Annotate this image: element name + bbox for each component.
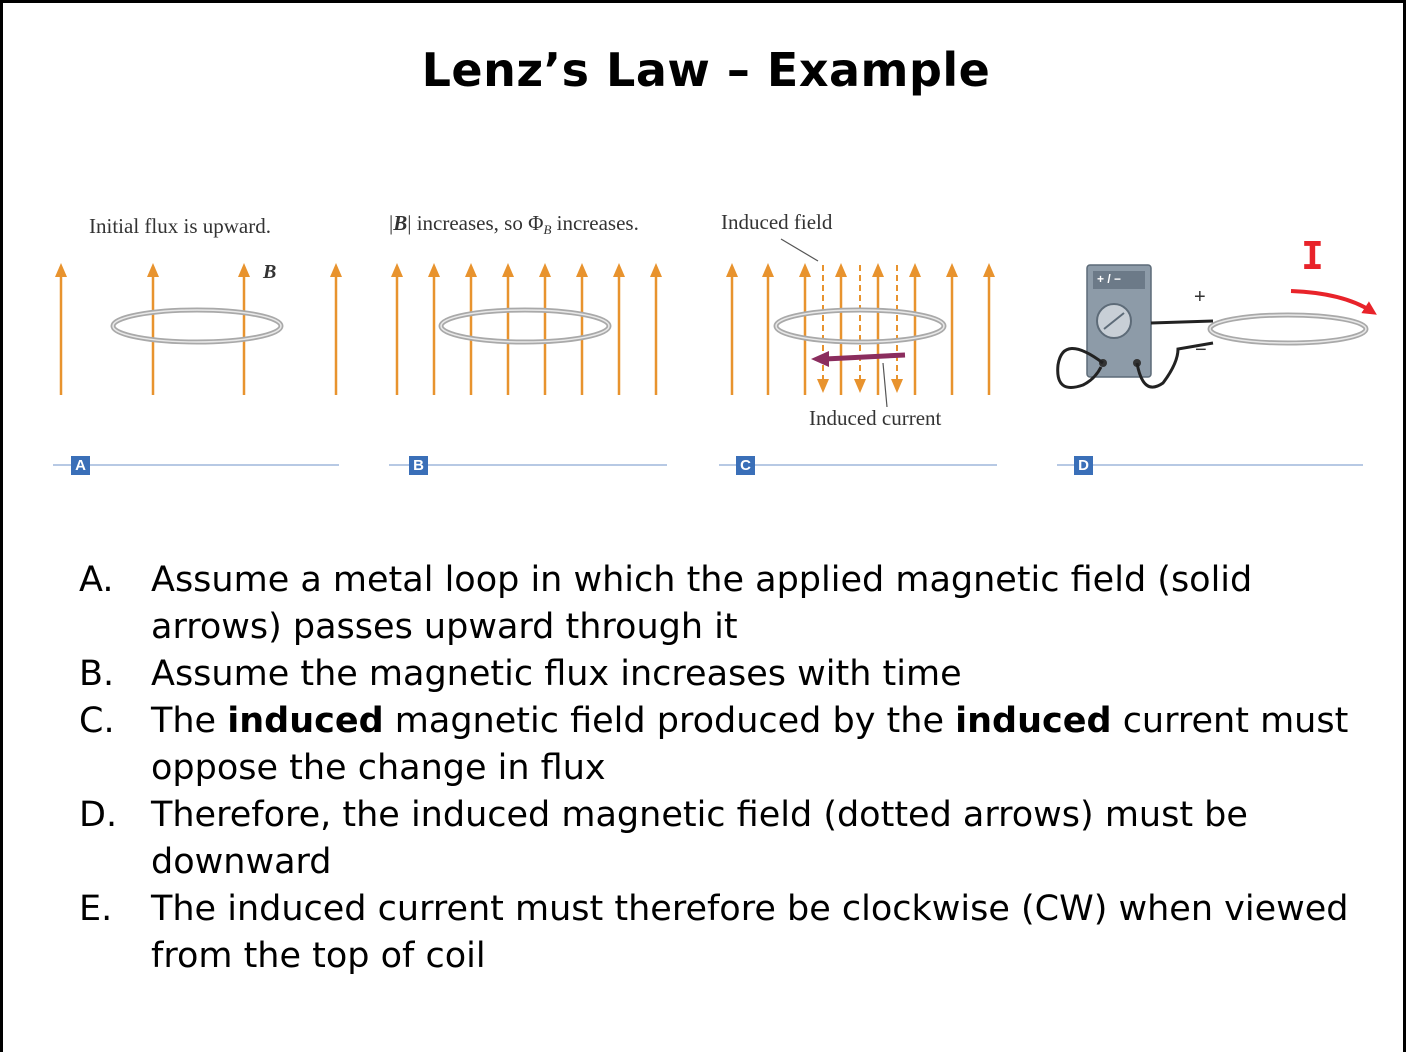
list-item: A.Assume a metal loop in which the appli… [79, 560, 1253, 647]
panel-tag-d: D [1074, 456, 1093, 475]
panel-c-field-arrows [726, 263, 995, 395]
meter-polarity-label: + / − [1097, 272, 1122, 286]
list-item: C.The induced magnetic field produced by… [79, 701, 1349, 788]
panel-tag-b: B [409, 456, 428, 475]
panel-tag-a: A [71, 456, 90, 475]
list-item: D.Therefore, the induced magnetic field … [79, 795, 1248, 882]
lenz-figure [53, 238, 1377, 466]
galvanometer [1086, 264, 1152, 378]
induced-current-label: Induced current [809, 406, 942, 430]
panel-c-caption: Induced field [721, 210, 833, 234]
explanation-list: A.Assume a metal loop in which the appli… [79, 557, 1359, 980]
panel-b-caption: |B| increases, so ΦB increases. [389, 211, 639, 237]
panel-tag-c: C [736, 456, 755, 475]
panel-c-induced-field-arrows [822, 265, 898, 383]
list-item: E.The induced current must therefore be … [79, 889, 1349, 976]
current-direction-arrow [1290, 289, 1377, 315]
plus-terminal-label: + [1194, 286, 1206, 308]
b-vector-label: B [263, 261, 277, 283]
current-symbol: I [1301, 234, 1324, 278]
panel-a-caption: Initial flux is upward. [89, 214, 271, 238]
slide-title: Lenz’s Law – Example [421, 43, 991, 97]
induced-current-arrow [824, 352, 906, 362]
list-item: B.Assume the magnetic flux increases wit… [79, 654, 962, 694]
panel-a-field-arrows [55, 263, 342, 395]
panel-b-field-arrows [391, 263, 662, 395]
minus-terminal-label: − [1195, 339, 1207, 361]
